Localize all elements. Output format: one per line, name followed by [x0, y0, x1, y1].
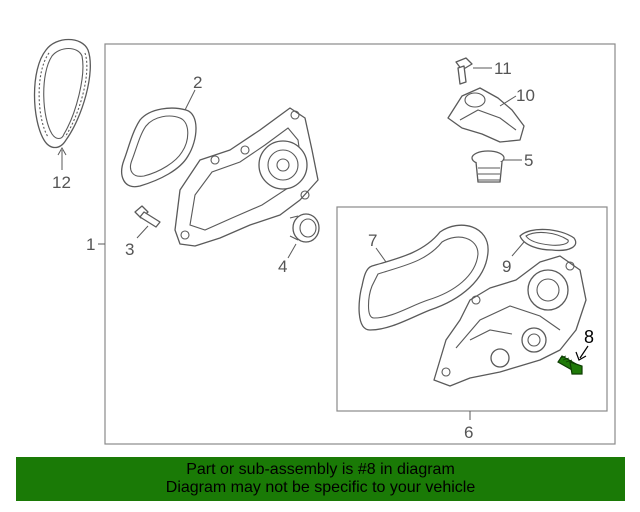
- callout-6: 6: [464, 423, 473, 442]
- thermostat-housing-part-10[interactable]: [447, 87, 525, 143]
- water-pump-housing[interactable]: [174, 107, 319, 247]
- arrow-12: [57, 146, 67, 156]
- seal-part-4[interactable]: [289, 213, 320, 243]
- bolt-part-11[interactable]: [455, 57, 473, 85]
- o-ring-part-9[interactable]: [519, 228, 577, 252]
- leader-2: [184, 89, 196, 111]
- callout-9: 9: [502, 257, 511, 276]
- gasket-part-7[interactable]: [358, 224, 489, 331]
- leader-4: [287, 243, 297, 259]
- thermostat-part-5[interactable]: [471, 150, 505, 183]
- gasket-part-2[interactable]: [121, 107, 197, 188]
- callout-1: 1: [86, 235, 95, 254]
- callout-8: 8: [584, 327, 594, 347]
- arrow-8: [575, 351, 587, 361]
- sub-assembly-frame: [336, 206, 608, 412]
- callout-3: 3: [125, 240, 134, 259]
- belt-part-12[interactable]: [33, 38, 91, 149]
- callout-5: 5: [524, 151, 533, 170]
- leader-7: [375, 247, 387, 263]
- callout-4: 4: [278, 257, 287, 276]
- info-banner: Part or sub-assembly is #8 in diagram Di…: [16, 457, 625, 501]
- pump-sub-assembly-part-6[interactable]: [433, 255, 587, 387]
- bolt-part-8-highlighted[interactable]: [557, 355, 583, 375]
- banner-disclaimer-line: Diagram may not be specific to your vehi…: [165, 479, 476, 496]
- parts-diagram: 12 1 2 3 4 11: [33, 38, 616, 445]
- leader-8: [579, 345, 589, 359]
- callout-7: 7: [368, 231, 377, 250]
- leader-10: [499, 95, 517, 107]
- callout-10: 10: [516, 86, 535, 105]
- callout-2: 2: [193, 73, 202, 92]
- banner-part-line: Part or sub-assembly is #8 in diagram: [186, 461, 455, 478]
- bolt-part-3[interactable]: [134, 205, 161, 228]
- leader-3: [136, 225, 149, 239]
- leader-9: [511, 241, 525, 257]
- callout-11: 11: [494, 59, 512, 78]
- callout-12: 12: [52, 173, 71, 192]
